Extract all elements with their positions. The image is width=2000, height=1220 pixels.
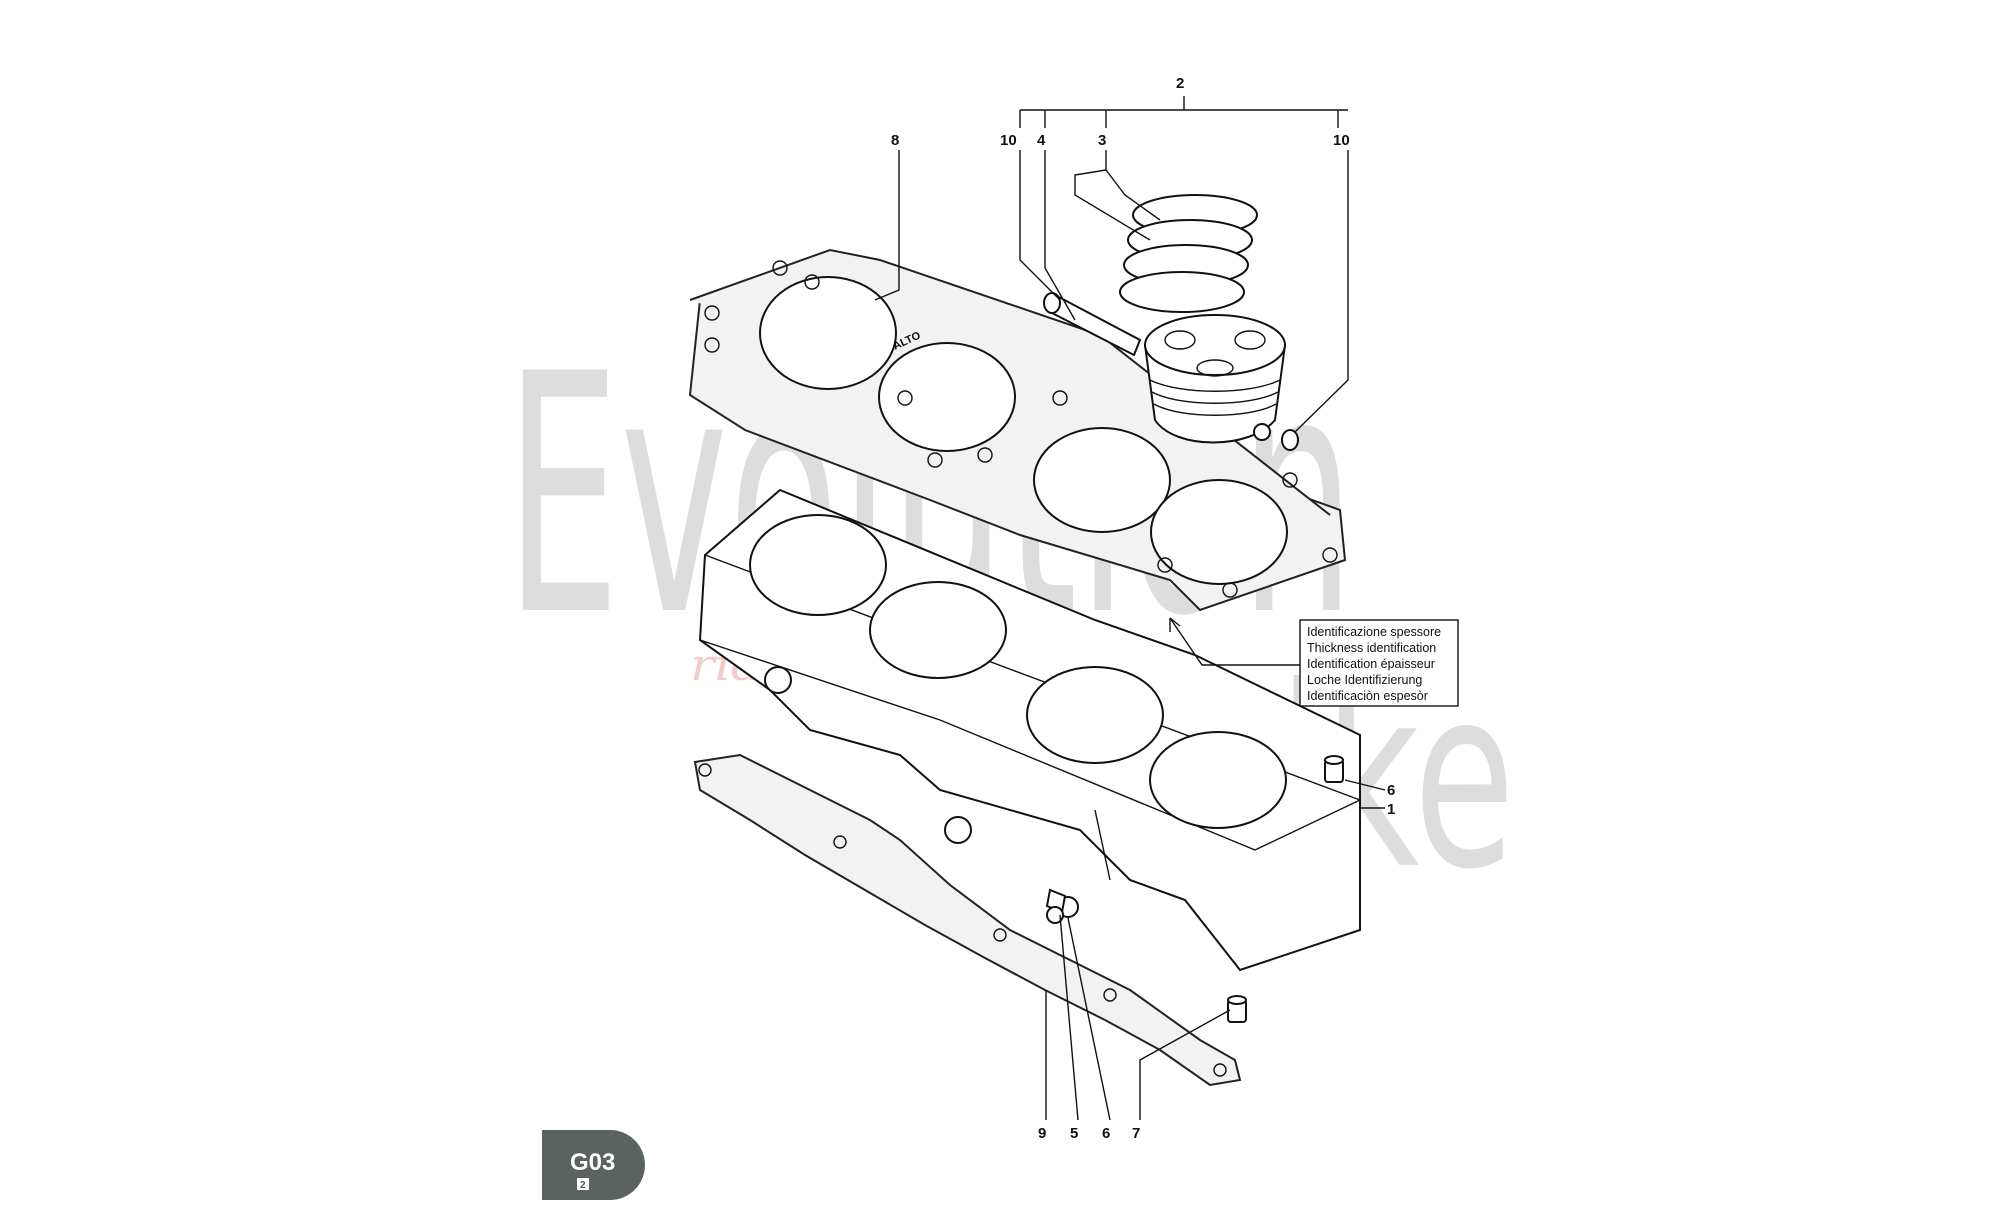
callout-2: 2 <box>1176 75 1184 92</box>
piston-pin <box>1043 292 1142 357</box>
circlip <box>1281 429 1299 451</box>
callout-10-right: 10 <box>1333 132 1350 149</box>
callout-8: 8 <box>891 132 899 149</box>
thickness-note-es: Identificaciòn espesòr <box>1307 689 1428 703</box>
thickness-note-fr: Identification épaisseur <box>1307 657 1435 671</box>
callout-5: 5 <box>1070 1125 1078 1142</box>
callout-10-left: 10 <box>1000 132 1017 149</box>
callout-6-bottom: 6 <box>1102 1125 1110 1142</box>
callout-4: 4 <box>1037 132 1046 149</box>
base-gasket <box>693 753 1247 1087</box>
page-badge: G03 2 <box>542 1130 645 1200</box>
callout-6-top: 6 <box>1387 782 1395 799</box>
dowel-pin-top <box>1324 755 1344 783</box>
callout-9: 9 <box>1038 1125 1046 1142</box>
callout-7: 7 <box>1132 1125 1140 1142</box>
piston-rings <box>1119 194 1258 313</box>
banjo-bolt <box>1045 888 1067 924</box>
thickness-note-en: Thickness identification <box>1307 641 1436 655</box>
thickness-note-de: Loche Identifizierung <box>1307 673 1422 687</box>
page-badge-shape <box>542 1130 645 1200</box>
callout-3: 3 <box>1098 132 1106 149</box>
callout-numbers: 2 8 10 4 3 10 6 1 9 5 6 7 <box>891 75 1395 1142</box>
page-subnumber: 2 <box>580 1180 586 1191</box>
cylinder-block <box>698 488 1361 972</box>
piston <box>1143 314 1287 444</box>
thickness-note-it: Identificazione spessore <box>1307 625 1441 639</box>
thickness-note: Identificazione spessore Thickness ident… <box>1299 619 1459 707</box>
leader-lines <box>874 96 1386 1121</box>
callout-1: 1 <box>1387 801 1395 818</box>
dowel-pin-bottom <box>1227 995 1247 1023</box>
page-code: G03 <box>570 1149 615 1176</box>
head-gasket: ALTO <box>688 248 1347 612</box>
